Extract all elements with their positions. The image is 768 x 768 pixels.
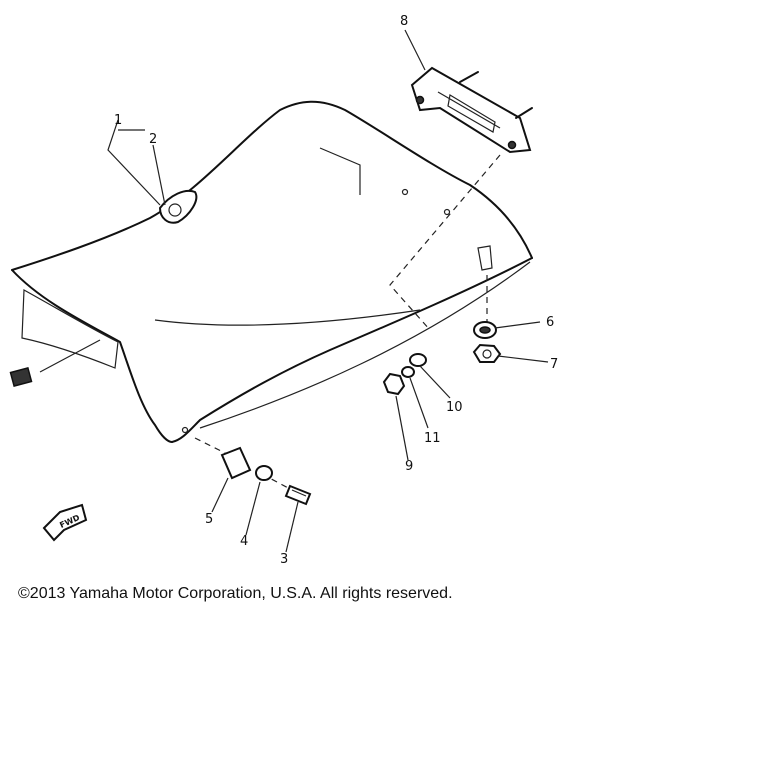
- bracket-part-5: [220, 446, 252, 480]
- callout-5: 5: [205, 512, 213, 527]
- washer-part-6: [473, 321, 497, 339]
- callout-11: 11: [424, 431, 441, 446]
- callout-4: 4: [240, 534, 248, 549]
- callout-8: 8: [400, 14, 408, 29]
- callout-3: 3: [280, 552, 288, 567]
- hinge-part: [158, 189, 198, 224]
- washer-part-4: [255, 465, 273, 481]
- callout-6: 6: [546, 315, 554, 330]
- assembly-line-bracket: [389, 154, 501, 331]
- callout-7: 7: [550, 357, 558, 372]
- leader-lines: [107, 29, 549, 553]
- copyright-notice: ©2013 Yamaha Motor Corporation, U.S.A. A…: [18, 585, 453, 602]
- bolt-part-3: [284, 484, 312, 506]
- callout-10: 10: [446, 400, 463, 415]
- callout-9: 9: [405, 459, 413, 474]
- nut-part-7: [472, 343, 502, 363]
- seat-strap: [9, 339, 101, 388]
- spring-washer-part-11: [401, 366, 415, 378]
- callout-2: 2: [149, 132, 157, 147]
- nut-part-9: [382, 372, 406, 396]
- seat-body: [11, 100, 533, 443]
- callout-1: 1: [114, 113, 122, 128]
- fwd-arrow-icon: FWD: [42, 503, 88, 542]
- washer-part-10: [409, 353, 427, 367]
- seat-bracket: [410, 66, 533, 154]
